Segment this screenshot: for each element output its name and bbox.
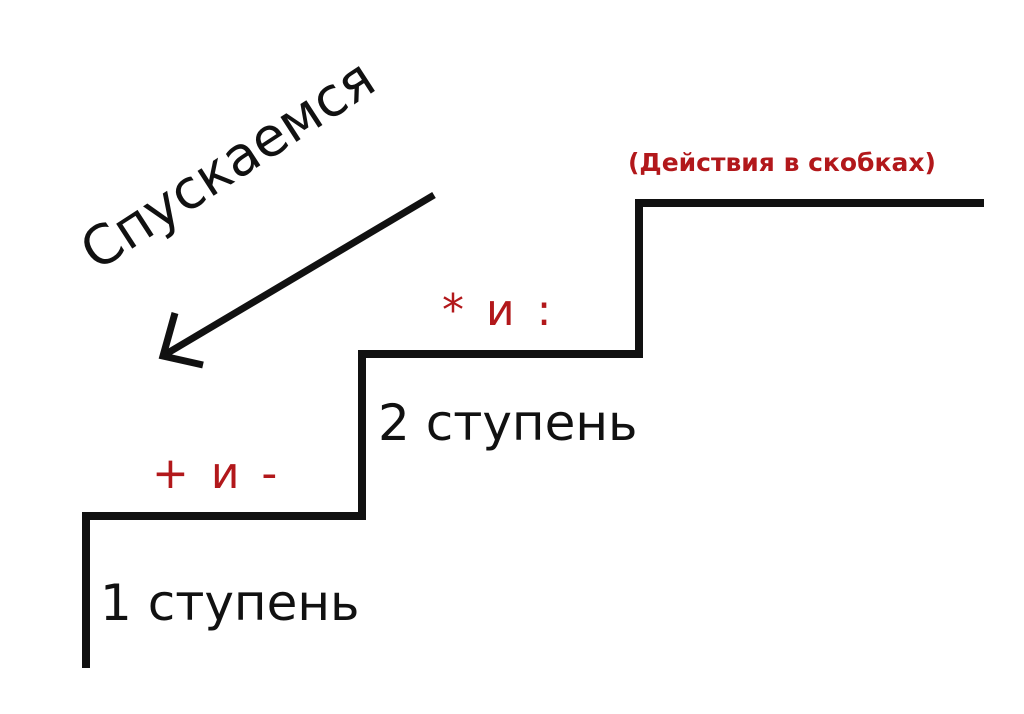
step-2-operations: * и :	[442, 285, 556, 336]
descend-arrow	[158, 191, 436, 369]
top-note: (Действия в скобках)	[628, 148, 936, 177]
step-2-label: 2 ступень	[378, 394, 638, 452]
step-1-label: 1 ступень	[100, 574, 360, 632]
descend-arrow-head	[158, 312, 204, 369]
descend-arrow-shaft	[164, 191, 436, 358]
step-1-operations: + и -	[152, 448, 282, 499]
staircase-line	[82, 199, 984, 668]
